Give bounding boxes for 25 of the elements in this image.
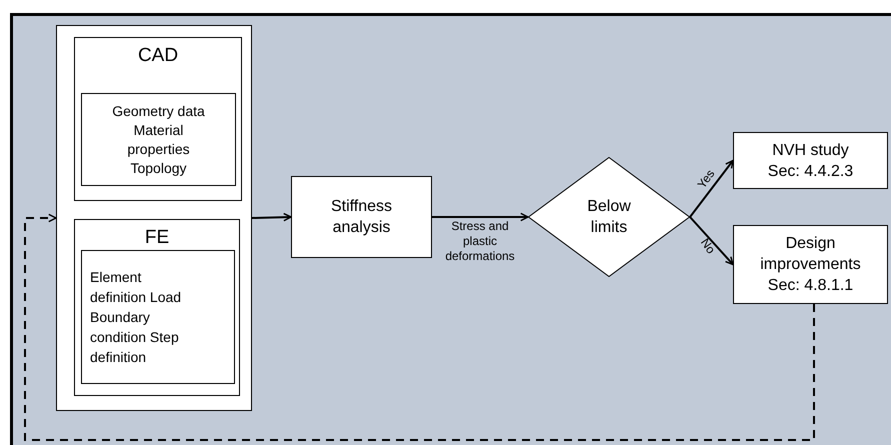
process-box <box>81 93 236 186</box>
box-text: Stiffness analysis <box>330 197 394 238</box>
container-box <box>56 25 252 411</box>
box-text: Geometry data Material properties Topology <box>111 102 206 178</box>
process-box <box>81 250 235 384</box>
box-heading: FE <box>144 226 170 250</box>
box-text: Below limits <box>586 197 632 238</box>
arrow <box>252 212 292 222</box>
process-box <box>733 225 888 304</box>
box-text: Design improvements Sec: 4.8.1.1 <box>759 234 862 296</box>
box-heading: CAD <box>136 44 180 68</box>
edge-label: Yes <box>694 166 718 194</box>
edge-label: Stress and plastic deformations <box>444 219 516 264</box>
process-box <box>291 176 432 258</box>
group-box <box>74 219 240 396</box>
edge-label: No <box>696 234 720 258</box>
box-text: NVH study Sec: 4.4.2.3 <box>766 140 854 182</box>
dashed-feedback-arrow <box>24 214 815 441</box>
group-box <box>74 37 242 201</box>
box-text: Element definition Load Boundary condition Step definition <box>89 268 182 367</box>
arrow <box>689 160 734 218</box>
process-box <box>733 132 888 189</box>
arrow <box>689 216 734 266</box>
decision-diamond <box>528 157 690 277</box>
arrow <box>432 212 529 222</box>
